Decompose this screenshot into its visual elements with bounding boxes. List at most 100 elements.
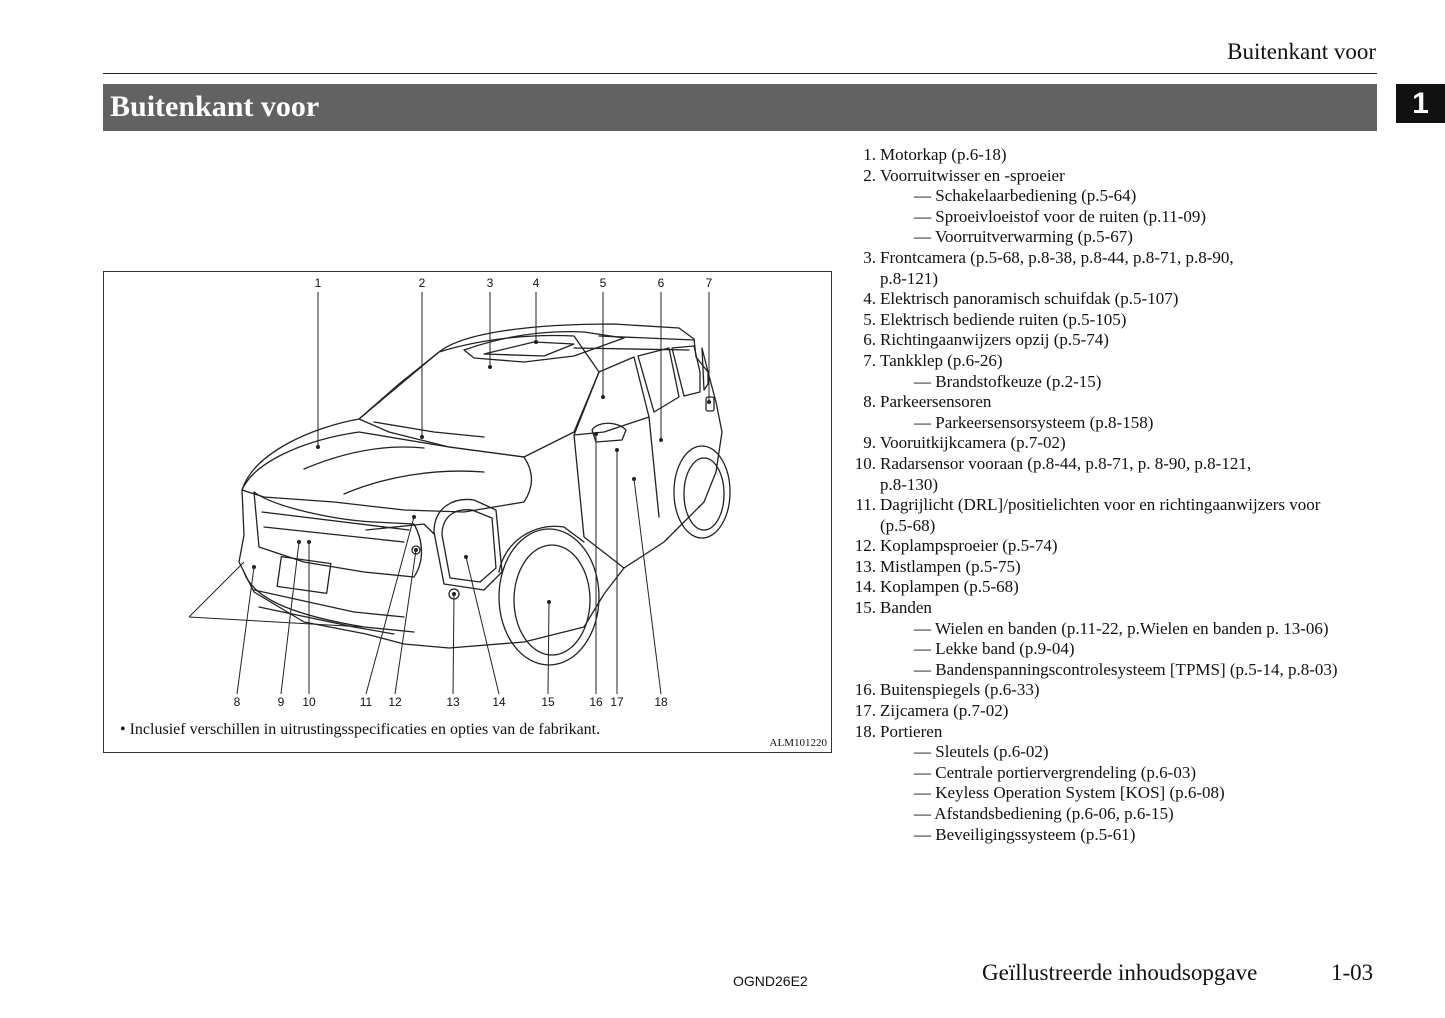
leader-line xyxy=(465,556,500,695)
index-item-label: Mistlampen (p.5-75) xyxy=(880,556,1021,576)
index-item-label: Dagrijlicht (DRL]/positielichten voor en… xyxy=(880,495,1321,515)
index-item-label: Zijcamera (p.7-02) xyxy=(880,701,1009,721)
index-item-label: Koplampsproeier (p.5-74) xyxy=(880,536,1058,556)
section-title: Buitenkant voor xyxy=(110,90,320,123)
leader-dot xyxy=(601,395,605,399)
index-item-label: Radarsensor vooraan (p.8-44, p.8-71, p. … xyxy=(880,453,1252,473)
index-item: 12.Koplampsproeier (p.5-74) xyxy=(846,536,1406,557)
leader-line xyxy=(452,593,455,695)
car-drawing xyxy=(238,323,731,666)
callout-number: 8 xyxy=(234,695,241,709)
index-item-number: 12. xyxy=(854,536,876,556)
index-item-number: 1. xyxy=(863,145,876,164)
index-item: 16.Buitenspiegels (p.6-33) xyxy=(846,680,1406,701)
leader-dot xyxy=(659,438,663,442)
index-item: 1.Motorkap (p.6-18) xyxy=(846,145,1406,166)
index-item-label: Elektrisch panoramisch schuifdak (p.5-10… xyxy=(880,289,1179,309)
index-item-label: Voorruitwisser en -sproeier xyxy=(880,165,1065,185)
leader-dot xyxy=(420,435,424,439)
index-item-label: Elektrisch bediende ruiten (p.5-105) xyxy=(880,309,1127,329)
index-subitem: — Sleutels (p.6-02) xyxy=(914,742,1049,762)
index-subitem: — Centrale portiervergrendeling (p.6-03) xyxy=(914,762,1196,782)
callout-number: 7 xyxy=(706,276,713,290)
leader-dot xyxy=(297,540,301,544)
callout-number: 10 xyxy=(302,695,316,709)
leader-dot xyxy=(488,365,492,369)
callout-number: 6 xyxy=(658,276,665,290)
callout-number: 15 xyxy=(541,695,555,709)
index-item-label: Portieren xyxy=(880,721,943,741)
section-title-bar: Buitenkant voor xyxy=(103,84,1377,131)
index-item-number: 9. xyxy=(863,433,876,453)
page-number: 1-03 xyxy=(1331,960,1374,985)
figure-note: • Inclusief verschillen in uitrustingssp… xyxy=(120,721,601,738)
leader-line xyxy=(394,549,417,695)
index-subitem: — Lekke band (p.9-04) xyxy=(914,639,1075,659)
index-subitem: — Bandenspanningscontrolesysteem [TPMS] … xyxy=(914,659,1338,679)
leader-dot xyxy=(252,565,256,569)
index-item: 14.Koplampen (p.5-68) xyxy=(846,577,1406,598)
callout-number: 18 xyxy=(654,695,668,709)
index-item-label: p.8-121) xyxy=(880,268,939,288)
leader-line xyxy=(280,541,300,695)
index-item-label: Tankklep (p.6-26) xyxy=(880,350,1003,370)
index-item: 6.Richtingaanwijzers opzij (p.5-74) xyxy=(846,330,1406,351)
running-header: Buitenkant voor xyxy=(1227,39,1376,64)
index-item: 10.Radarsensor vooraan (p.8-44, p.8-71, … xyxy=(846,454,1406,495)
callout-number: 12 xyxy=(388,695,402,709)
leader-dot xyxy=(414,548,418,552)
index-item-number: 15. xyxy=(854,598,876,618)
figure-code: ALM101220 xyxy=(769,737,827,749)
index-item-label: Parkeersensoren xyxy=(880,392,992,412)
callout-number: 16 xyxy=(589,695,603,709)
leader-markers xyxy=(252,340,711,604)
index-subitem: — Voorruitverwarming (p.5-67) xyxy=(914,227,1133,247)
index-item-number: 4. xyxy=(863,289,876,309)
index-item: 3.Frontcamera (p.5-68, p.8-38, p.8-44, p… xyxy=(846,248,1406,289)
index-item: 15.Banden— Wielen en banden (p.11-22, p.… xyxy=(846,598,1406,680)
header-rule xyxy=(103,73,1377,74)
index-item-number: 13. xyxy=(854,556,876,576)
index-item-label: p.8-130) xyxy=(880,474,939,494)
leader-dot xyxy=(547,600,551,604)
callout-number: 11 xyxy=(360,695,373,709)
callout-number: 5 xyxy=(600,276,607,290)
index-subitem: — Brandstofkeuze (p.2-15) xyxy=(914,371,1102,391)
index-item: 2.Voorruitwisser en -sproeier— Schakelaa… xyxy=(846,166,1406,248)
callout-number: 17 xyxy=(610,695,624,709)
index-item-number: 10. xyxy=(854,453,876,473)
leader-dot xyxy=(534,340,538,344)
index-item-number: 7. xyxy=(863,350,876,370)
leader-dot xyxy=(307,540,311,544)
index-item: 13.Mistlampen (p.5-75) xyxy=(846,557,1406,578)
callout-number: 3 xyxy=(487,276,494,290)
index-item-number: 6. xyxy=(863,330,876,350)
index-subitem: — Sproeivloeistof voor de ruiten (p.11-0… xyxy=(914,206,1207,226)
leader-line xyxy=(547,601,550,695)
index-item-number: 5. xyxy=(863,309,876,329)
index-item: 17.Zijcamera (p.7-02) xyxy=(846,701,1406,722)
index-item: 5.Elektrisch bediende ruiten (p.5-105) xyxy=(846,310,1406,331)
chapter-tab[interactable]: 1 xyxy=(1396,84,1445,123)
index-subitem: — Parkeersensorsysteem (p.8-158) xyxy=(914,412,1154,432)
callout-number: 14 xyxy=(492,695,506,709)
index-item-number: 18. xyxy=(854,721,876,741)
callout-number: 4 xyxy=(533,276,540,290)
index-subitem: — Afstandsbediening (p.6-06, p.6-15) xyxy=(914,804,1174,823)
index-subitem: — Schakelaarbediening (p.5-64) xyxy=(914,186,1137,206)
index-item-number: 8. xyxy=(863,392,876,412)
index-item-label: Buitenspiegels (p.6-33) xyxy=(880,680,1040,700)
index-item-label: (p.5-68) xyxy=(880,515,936,535)
index-item-label: Richtingaanwijzers opzij (p.5-74) xyxy=(880,330,1109,350)
leader-dot xyxy=(316,445,320,449)
leader-line xyxy=(236,566,255,695)
index-subitem: — Beveiligingssysteem (p.5-61) xyxy=(914,824,1136,844)
index-item-label: Vooruitkijkcamera (p.7-02) xyxy=(880,433,1066,453)
callout-number: 13 xyxy=(446,695,460,709)
index-item: 11.Dagrijlicht (DRL]/positielichten voor… xyxy=(846,495,1406,536)
index-item-number: 16. xyxy=(854,680,876,700)
index-item: 4.Elektrisch panoramisch schuifdak (p.5-… xyxy=(846,289,1406,310)
index-subitem: — Wielen en banden (p.11-22, p.Wielen en… xyxy=(914,618,1329,638)
